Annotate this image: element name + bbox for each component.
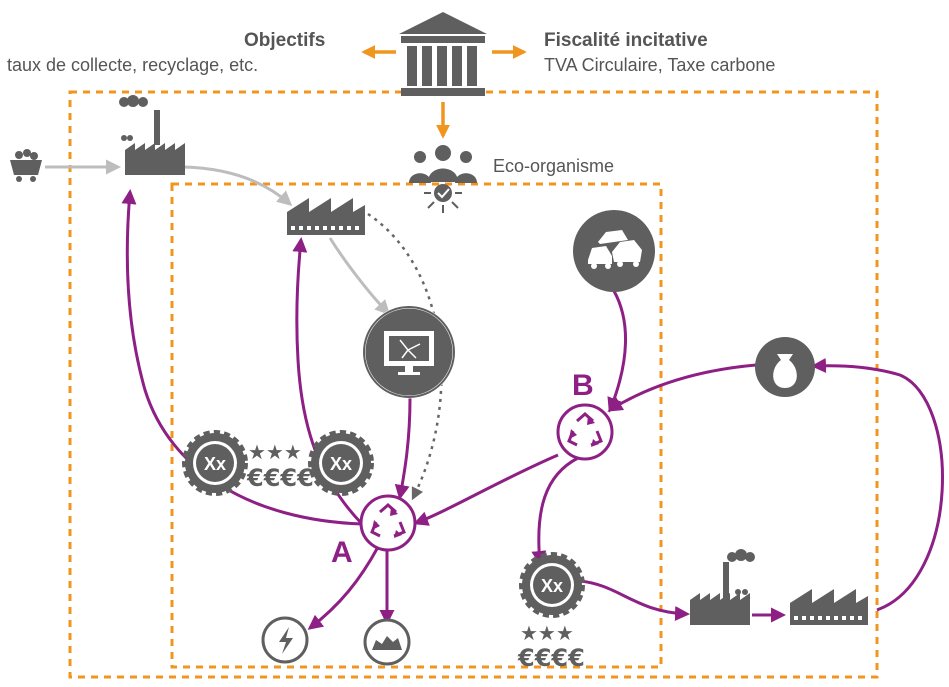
- quality-badge-middle: Xx: [308, 430, 374, 496]
- loop-a-letter: A: [331, 536, 353, 569]
- svg-text:★★★: ★★★: [248, 440, 302, 464]
- garbage-bag-icon: [755, 337, 815, 397]
- government-building-icon: [399, 12, 487, 96]
- purple-loop-arrows: [121, 189, 944, 630]
- badge-text: Xx: [204, 454, 226, 474]
- rating-stars-euros-middle: ★★★ €€€€: [246, 440, 314, 492]
- factory-sawtooth-icon: [287, 198, 365, 235]
- factory-chimney-bottom-icon: [690, 549, 755, 625]
- svg-text:★★★: ★★★: [520, 621, 574, 645]
- eco-organisme-label: Eco-organisme: [493, 156, 615, 176]
- objectives-title: Objectifs: [244, 30, 326, 51]
- mine-cart-icon: [10, 149, 42, 182]
- car-wreck-icon: [573, 210, 655, 292]
- inner-system-boundary: [170, 182, 663, 669]
- rating-stars-euros-bottom: ★★★ €€€€: [517, 621, 585, 672]
- landfill-icon: [363, 618, 411, 666]
- badge-text: Xx: [330, 454, 352, 474]
- quality-badge-bottom: Xx: [519, 552, 585, 618]
- governance-arrows: [361, 45, 527, 139]
- lightning-energy-icon: [261, 616, 309, 664]
- broken-monitor-icon: [362, 305, 456, 399]
- loop-b-letter: B: [572, 369, 594, 402]
- fiscal-title: Fiscalité incitative: [544, 30, 708, 51]
- eco-organism-icon: [409, 145, 477, 213]
- svg-text:€€€€: €€€€: [246, 464, 314, 492]
- badge-text: Xx: [541, 576, 563, 596]
- objectives-subtitle: taux de collecte, recyclage, etc.: [7, 55, 259, 75]
- fiscal-subtitle: TVA Circulaire, Taxe carbone: [544, 55, 776, 75]
- recycle-b-icon: [556, 403, 614, 461]
- svg-text:€€€€: €€€€: [517, 644, 585, 672]
- factory-sawtooth-bottom-icon: [790, 589, 868, 625]
- material-flow-arrows: [45, 159, 391, 316]
- factory-chimney-icon: [119, 95, 185, 175]
- recycle-a-icon: [359, 494, 417, 552]
- quality-badge-left: Xx: [182, 430, 248, 496]
